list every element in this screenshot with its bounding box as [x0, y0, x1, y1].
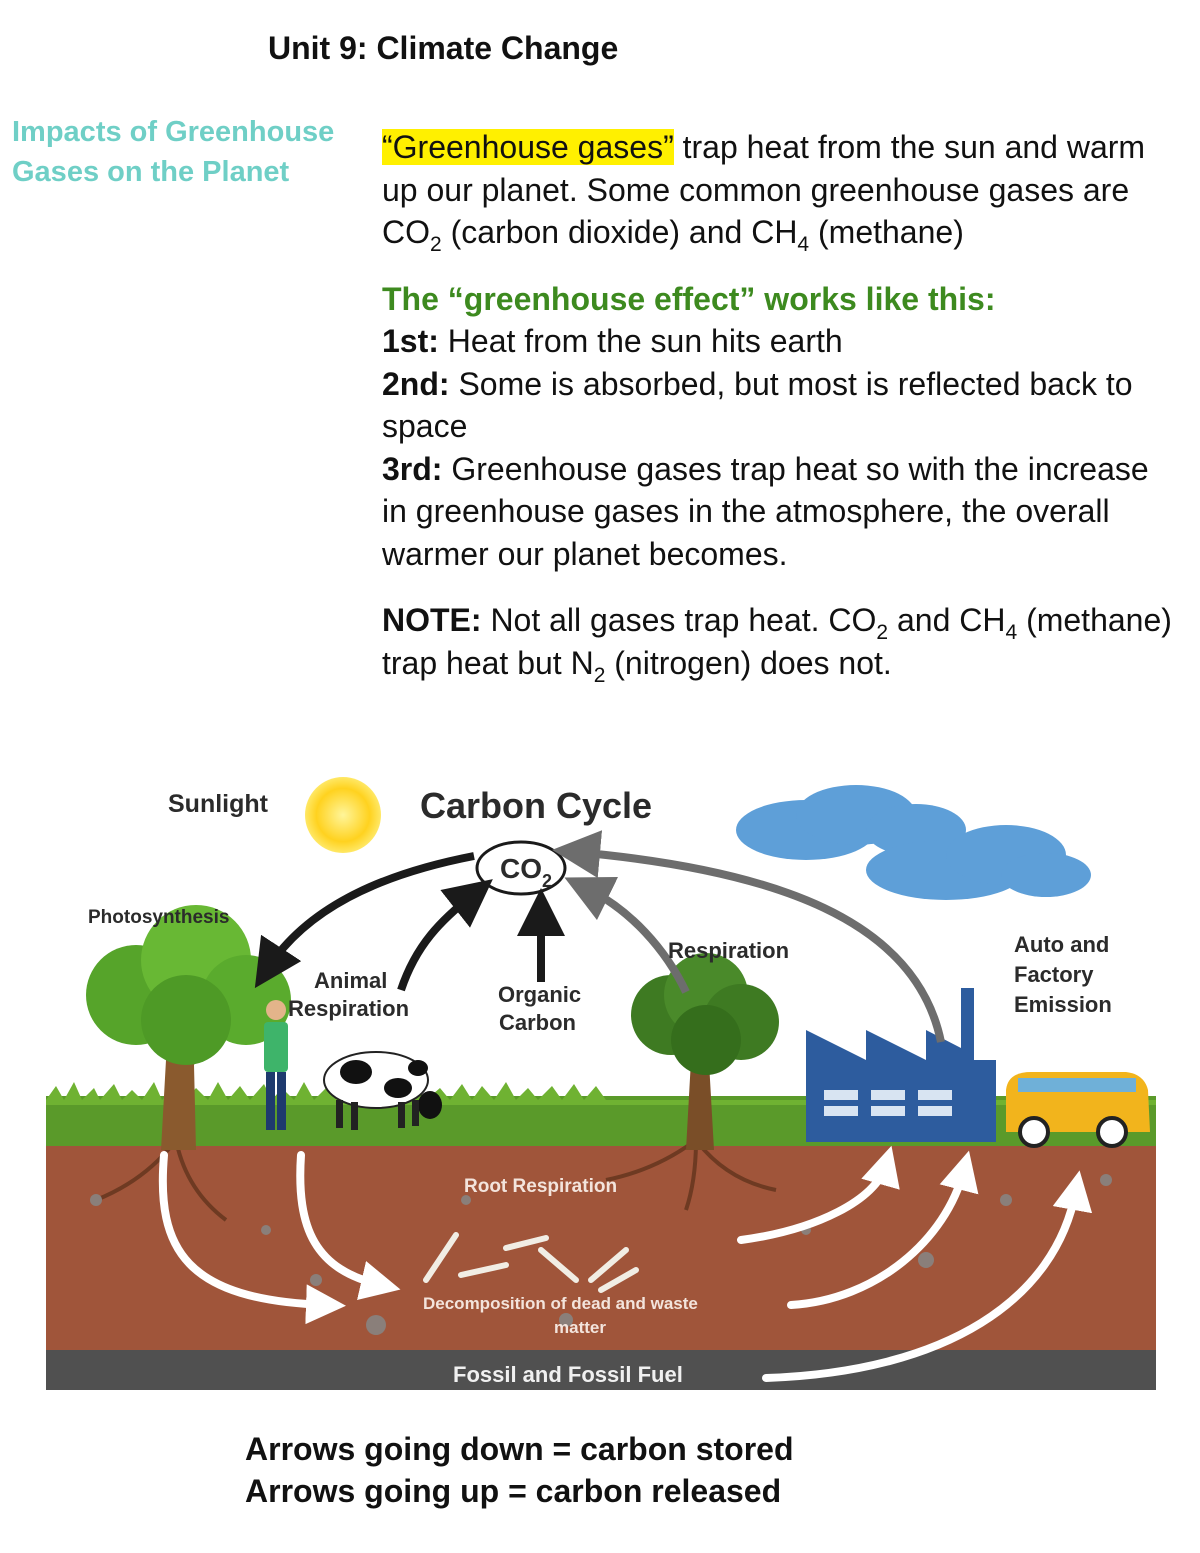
label-photosynthesis: Photosynthesis	[88, 907, 229, 928]
page-title: Unit 9: Climate Change	[268, 30, 618, 67]
step-1: 1st: Heat from the sun hits earth	[382, 320, 1182, 363]
highlighted-term: “Greenhouse gases”	[382, 129, 674, 165]
label-sunlight: Sunlight	[168, 790, 269, 818]
legend-down: Arrows going down = carbon stored	[245, 1428, 793, 1470]
footer-legend: Arrows going down = carbon stored Arrows…	[245, 1428, 793, 1512]
carbon-cycle-diagram: CO 2 Carbon Cycle Sunlight Photosynthesi…	[46, 760, 1156, 1392]
label-root-respiration: Root Respiration	[464, 1176, 617, 1197]
label-decomposition-2: matter	[554, 1318, 606, 1337]
label-respiration: Respiration	[668, 938, 789, 963]
arrow-co2-to-photosynthesis	[268, 856, 474, 968]
step-2: 2nd: Some is absorbed, but most is refle…	[382, 363, 1182, 448]
label-auto-1: Auto and	[1014, 932, 1109, 957]
factory-icon	[806, 988, 996, 1142]
label-auto-2: Factory	[1014, 962, 1094, 987]
label-decomposition-1: Decomposition of dead and waste	[423, 1294, 698, 1313]
cloud-icon	[736, 785, 1091, 900]
section-heading-line1: Impacts of Greenhouse	[12, 112, 372, 152]
step-3: 3rd: Greenhouse gases trap heat so with …	[382, 448, 1182, 576]
section-heading-line2: Gases on the Planet	[12, 152, 372, 192]
co2-subscript: 2	[542, 871, 552, 891]
legend-up: Arrows going up = carbon released	[245, 1470, 793, 1512]
label-organic-1: Organic	[498, 982, 581, 1007]
label-organic-2: Carbon	[499, 1010, 576, 1035]
arrow-animal-to-co2	[401, 894, 474, 990]
diagram-title: Carbon Cycle	[420, 785, 652, 826]
co2-label: CO	[500, 853, 542, 884]
sun-icon	[305, 777, 381, 853]
effect-heading: The “greenhouse effect” works like this:	[382, 278, 1182, 321]
label-auto-3: Emission	[1014, 992, 1112, 1017]
label-fossil-fuel: Fossil and Fossil Fuel	[453, 1362, 683, 1387]
label-animal-1: Animal	[314, 968, 387, 993]
section-heading: Impacts of Greenhouse Gases on the Plane…	[12, 112, 372, 192]
note-paragraph: NOTE: Not all gases trap heat. CO2 and C…	[382, 599, 1182, 684]
intro-paragraph: “Greenhouse gases” trap heat from the su…	[382, 126, 1182, 254]
main-text: “Greenhouse gases” trap heat from the su…	[382, 126, 1182, 684]
label-animal-2: Respiration	[288, 996, 409, 1021]
co2-node: CO 2	[477, 842, 565, 894]
